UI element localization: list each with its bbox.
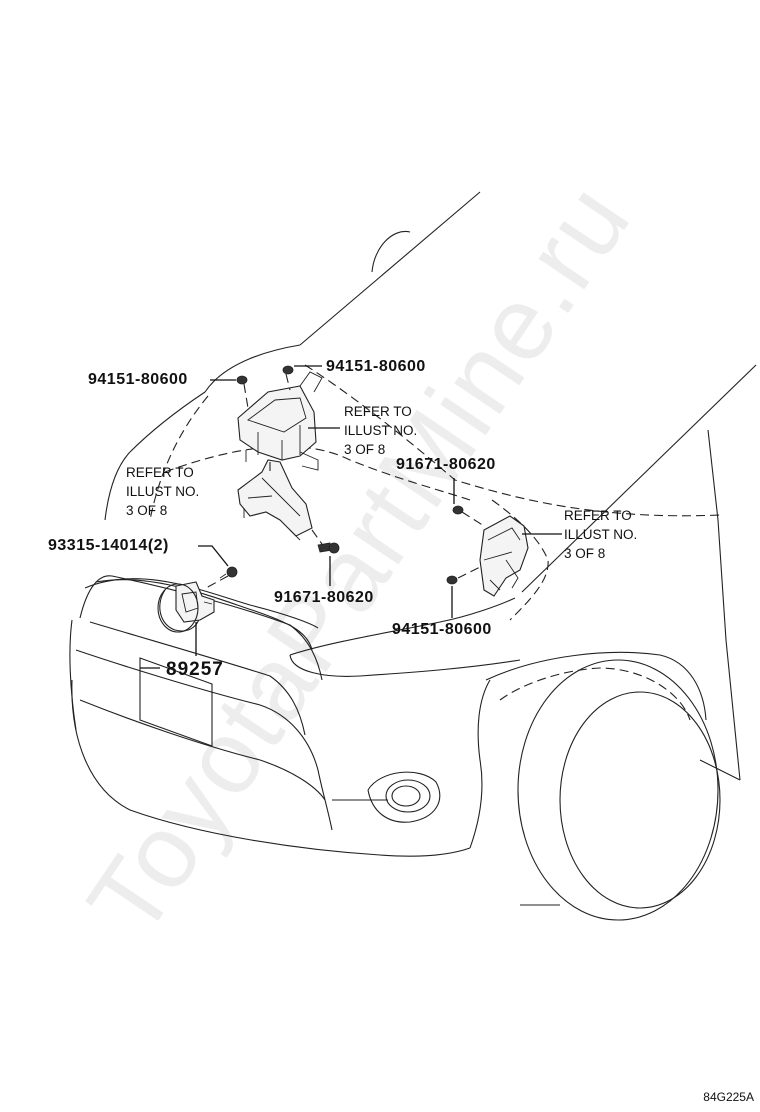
fender-edge	[699, 759, 741, 781]
clip-right-bottom-icon	[446, 575, 458, 585]
a-pillar-line	[521, 364, 757, 593]
wheel-arch-dashed	[499, 667, 691, 721]
fog-light-bezel	[367, 771, 441, 823]
hood-rear-hidden-line	[304, 364, 721, 517]
screw-center-icon	[317, 542, 340, 554]
assembly-line-screw-right	[461, 511, 485, 527]
clip-left-top-icon	[236, 375, 248, 385]
note-refer-left-line3: 3 OF 8	[126, 503, 168, 518]
note-refer-center: REFER TO ILLUST NO. 3 OF 8	[344, 402, 417, 459]
assembly-line-bolt-sensor	[205, 575, 229, 589]
illustration-code: 84G225A	[703, 1090, 754, 1104]
note-refer-left-line2: ILLUST NO.	[126, 484, 200, 499]
part-number-clip-right-bottom[interactable]: 94151-80600	[392, 621, 492, 638]
emblem-outline	[159, 589, 201, 632]
tire-inner	[559, 691, 721, 909]
fender-hidden-line	[491, 499, 549, 621]
fender-rear-line	[707, 429, 741, 781]
hood-edge-hidden-line	[164, 445, 471, 501]
fog-light-inner	[391, 785, 421, 807]
assembly-line-clip-left	[243, 383, 249, 409]
note-refer-right-line1: REFER TO	[564, 508, 632, 523]
upper-grille-outline	[79, 575, 323, 681]
part-number-clip-center-top[interactable]: 94151-80600	[326, 358, 426, 375]
mirror-outline	[371, 230, 411, 273]
bumper-side	[69, 619, 77, 731]
hood-front-inner-edge	[95, 579, 313, 651]
hood-front-hidden-line	[149, 395, 209, 521]
note-refer-center-line2: ILLUST NO.	[344, 423, 418, 438]
bumper-corner	[469, 679, 491, 849]
relay-box-upper-part	[237, 371, 323, 471]
part-number-clip-left-top[interactable]: 94151-80600	[88, 371, 188, 388]
assembly-line-clip-right	[457, 565, 483, 579]
hood-side-curve	[104, 451, 131, 521]
part-number-sensor[interactable]: 89257	[166, 659, 224, 680]
note-refer-center-line1: REFER TO	[344, 404, 412, 419]
note-refer-right-line2: ILLUST NO.	[564, 527, 638, 542]
wheel-arch-outer	[485, 651, 707, 721]
tire-outline	[517, 659, 719, 921]
note-refer-left-line1: REFER TO	[126, 465, 194, 480]
screw-right-icon	[452, 505, 464, 515]
headlight-lower	[289, 654, 521, 677]
grille-inner-top	[89, 621, 306, 736]
part-number-bolt-left[interactable]: 93315-14014(2)	[48, 537, 169, 554]
leader-bolt-left	[198, 545, 229, 567]
bumper-lower-edge	[71, 679, 471, 857]
part-number-screw-right[interactable]: 91671-80620	[396, 456, 496, 473]
note-refer-left: REFER TO ILLUST NO. 3 OF 8	[126, 463, 199, 520]
lower-grille-outline	[75, 649, 333, 831]
assembly-line-screw-center	[311, 529, 323, 545]
fog-light-outer	[385, 779, 431, 813]
relay-box-right-part	[479, 515, 529, 597]
license-plate-outline	[139, 657, 213, 747]
grille-inner-bottom	[79, 699, 326, 801]
sensor-89257-part	[157, 581, 215, 633]
windshield-edge	[299, 191, 481, 346]
note-refer-center-line3: 3 OF 8	[344, 442, 386, 457]
bracket-center-part	[237, 459, 313, 541]
bolt-left-icon	[219, 566, 238, 579]
headlight-upper	[289, 597, 516, 656]
clip-center-top-icon	[282, 365, 294, 375]
note-refer-right-line3: 3 OF 8	[564, 546, 606, 561]
assembly-line-clip-center	[285, 373, 291, 391]
note-refer-right: REFER TO ILLUST NO. 3 OF 8	[564, 506, 637, 563]
part-number-screw-center[interactable]: 91671-80620	[274, 589, 374, 606]
hood-top-curve	[129, 344, 301, 453]
